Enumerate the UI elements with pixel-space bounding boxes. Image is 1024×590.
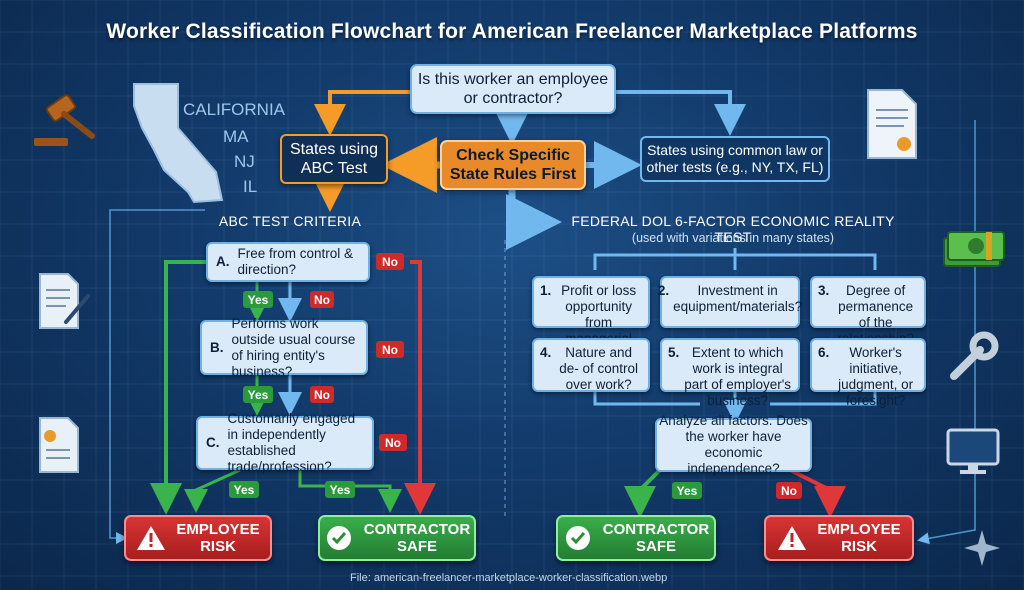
check-icon — [324, 523, 354, 553]
factor-6: 6. Worker's initiative, judgment, or fore… — [810, 338, 926, 408]
factor-4: 4. Nature and de- of control over work? — [532, 338, 650, 392]
criterion-b-letter: B. — [210, 339, 224, 355]
state-label-ma: MA — [223, 127, 249, 146]
contractor-safe-line1: CONTRACTOR — [602, 521, 710, 538]
contractor-safe-line2: SAFE — [396, 538, 437, 555]
gavel-icon — [34, 94, 95, 146]
factor-5-text: Extent to which work is integral part of… — [684, 345, 792, 408]
check-icon — [563, 523, 593, 553]
criterion-a-letter: A. — [216, 254, 230, 269]
arrow-question-to-abc — [314, 90, 410, 136]
left-edge-line — [109, 209, 205, 544]
warning-icon — [136, 523, 166, 553]
criterion-c-text: Customarily engaged in independently est… — [227, 411, 356, 474]
arrow-a-back-loop — [150, 260, 206, 515]
cash-icon — [943, 231, 1005, 267]
factor-3: 3.Degree of permanence of the relationsh… — [810, 276, 926, 346]
employee-risk-line1: EMPLOYEE — [176, 521, 260, 538]
factor-6-text: Worker's initiative, judgment, or foresi… — [838, 345, 914, 408]
arrow-question-to-common — [616, 90, 746, 136]
document-icon — [867, 89, 917, 159]
document-pen-icon — [39, 273, 90, 329]
arrow-check-to-dol — [506, 190, 562, 250]
abc-criterion-b: B. Performs work outside usual course of… — [200, 316, 368, 379]
california-map-icon — [133, 83, 224, 204]
dol-test-subheading: (used with variations in many states) — [631, 231, 835, 245]
factor-6-number: 6. — [818, 345, 830, 360]
employee-risk-line1: EMPLOYEE — [817, 521, 901, 538]
abc-states-box: States using ABC Test — [280, 134, 388, 184]
analyze-yes-tag: Yes — [672, 482, 702, 499]
factor-2: 2.Investment in equipment/materials? — [657, 276, 803, 328]
factor-2-number: 2. — [657, 283, 670, 298]
check-state-rules-box: Check Specific State Rules First — [440, 140, 586, 190]
arrow-analyze-no — [789, 468, 846, 518]
analyze-no-tag: No — [776, 482, 802, 499]
employee-risk-line2: RISK — [841, 538, 877, 555]
state-label-california: CALIFORNIA — [183, 100, 286, 119]
page-title: Worker Classification Flowchart for Amer… — [106, 20, 918, 43]
monitor-icon — [946, 428, 1000, 474]
state-label-nj: NJ — [234, 152, 255, 171]
start-question-box: Is this worker an employee or contractor… — [410, 64, 616, 114]
factor-4-text: Nature and de- of control over work? — [559, 345, 639, 392]
file-caption: File: american-freelancer-marketplace-wo… — [350, 572, 668, 584]
factor-5-number: 5. — [668, 345, 680, 360]
a-yes-tag: Yes — [243, 291, 273, 308]
abc-criterion-c: C. Customarily engaged in independently … — [196, 411, 374, 474]
state-label-il: IL — [243, 177, 258, 196]
criterion-a-text: Free from control & direction? — [237, 246, 354, 277]
b-no-tag: No — [310, 386, 334, 403]
arrow-analyze-yes — [624, 468, 662, 518]
c-yes-right-tag: Yes — [325, 481, 355, 498]
factor-4-number: 4. — [540, 345, 552, 360]
criterion-b-text: Performs work outside usual course of hi… — [231, 315, 356, 379]
factor-5: 5. Extent to which work is integral part … — [660, 338, 800, 408]
c-no-side-tag: No — [379, 434, 407, 451]
c-yes-left-tag: Yes — [229, 481, 259, 498]
abc-criteria-heading: ABC TEST CRITERIA — [218, 213, 362, 229]
arrow-c-yes-left — [184, 468, 241, 513]
b-no-side-tag: No — [376, 341, 404, 358]
common-law-states-box: States using common law or other tests (… — [640, 136, 830, 182]
dol-branch-bottom — [593, 392, 877, 406]
certificate-icon — [39, 417, 79, 473]
factor-2-text: Investment in equipment/materials? — [673, 283, 803, 314]
criterion-c-letter: C. — [206, 435, 220, 450]
dol-test-heading: FEDERAL DOL 6-FACTOR ECONOMIC REALITY TE… — [571, 213, 895, 245]
factor-3-number: 3. — [818, 283, 830, 298]
warning-icon — [777, 523, 807, 553]
sparkle-icon — [964, 530, 1000, 566]
dol-branch-top — [593, 248, 877, 270]
factor-1: 1.Profit or loss opportunity from manage… — [532, 276, 650, 362]
a-no-tag: No — [310, 291, 334, 308]
contractor-safe-line1: CONTRACTOR — [363, 521, 471, 538]
contractor-safe-line2: SAFE — [635, 538, 676, 555]
factor-1-number: 1. — [540, 283, 552, 298]
b-yes-tag: Yes — [243, 386, 273, 403]
a-no-side-tag: No — [376, 253, 404, 270]
arrow-no-to-employee — [404, 260, 436, 515]
wrench-icon — [950, 331, 999, 380]
employee-risk-line2: RISK — [200, 538, 236, 555]
analyze-factors-box: Analyze all factors. Does the worker hav… — [655, 413, 812, 476]
abc-criterion-a: A. Free from control & direction? — [206, 242, 370, 282]
